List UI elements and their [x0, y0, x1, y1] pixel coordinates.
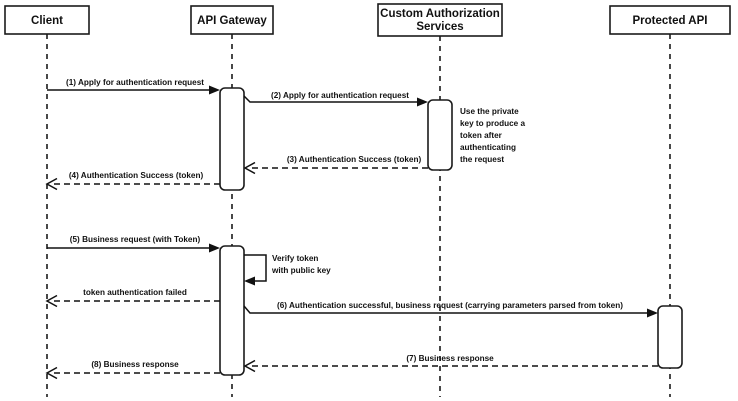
- note-private-key-line3: token after: [460, 131, 503, 140]
- participant-label-protected: Protected API: [633, 15, 708, 27]
- message-7-arrowhead: [243, 359, 256, 373]
- message-2-line: [243, 95, 422, 103]
- participant-label-authsvc-line2: Services: [416, 21, 463, 33]
- activation-gateway-auth: [219, 87, 245, 191]
- participant-box-authsvc[interactable]: [377, 3, 503, 37]
- message-token-auth-failed[interactable]: token authentication failed: [45, 288, 220, 308]
- message-3[interactable]: (3) Authentication Success (token): [243, 155, 428, 175]
- message-1-arrowhead: [209, 85, 220, 95]
- message-1-label: (1) Apply for authentication request: [66, 78, 204, 87]
- message-4-label: (4) Authentication Success (token): [69, 171, 204, 180]
- note-private-key-line2: key to produce a: [460, 119, 526, 128]
- note-private-key-line1: Use the private: [460, 107, 519, 116]
- message-5-label: (5) Business request (with Token): [70, 235, 201, 244]
- message-6[interactable]: (6) Authentication successful, business …: [243, 301, 658, 318]
- message-6-line: [243, 305, 652, 314]
- message-self-verify-label-line2: with public key: [271, 266, 331, 275]
- activation-protected-business: [657, 305, 683, 369]
- activation-authsvc-auth: [427, 99, 453, 171]
- lifelines: [46, 34, 671, 397]
- participant-authsvc[interactable]: Custom Authorization Services: [377, 3, 503, 37]
- message-7-label: (7) Business response: [406, 354, 494, 363]
- participant-label-gateway: API Gateway: [197, 15, 267, 27]
- participant-box-protected[interactable]: [609, 5, 731, 35]
- participant-label-authsvc-line1: Custom Authorization: [380, 8, 500, 20]
- message-7[interactable]: (7) Business response: [243, 354, 658, 373]
- activation-gateway-business: [219, 245, 245, 376]
- message-4[interactable]: (4) Authentication Success (token): [45, 171, 220, 191]
- participant-box-gateway[interactable]: [190, 5, 274, 35]
- message-8[interactable]: (8) Business response: [45, 360, 220, 380]
- participant-box-client[interactable]: [4, 5, 90, 35]
- message-4-arrowhead: [45, 177, 58, 191]
- participant-client[interactable]: Client: [4, 5, 90, 35]
- note-private-key: Use the private key to produce a token a…: [460, 107, 526, 164]
- message-3-label: (3) Authentication Success (token): [287, 155, 422, 164]
- message-self-verify-arrowhead: [244, 276, 255, 286]
- message-self-verify-line: [244, 254, 267, 282]
- message-5[interactable]: (5) Business request (with Token): [47, 235, 220, 253]
- message-8-label: (8) Business response: [91, 360, 179, 369]
- message-2[interactable]: (2) Apply for authentication request: [243, 91, 428, 107]
- message-3-arrowhead: [243, 161, 256, 175]
- message-5-arrowhead: [209, 243, 220, 253]
- note-private-key-line5: the request: [460, 155, 504, 164]
- message-token-auth-failed-label: token authentication failed: [83, 288, 187, 297]
- participant-gateway[interactable]: API Gateway: [190, 5, 274, 35]
- note-private-key-line4: authenticating: [460, 143, 516, 152]
- message-self-verify-label-line1: Verify token: [272, 254, 318, 263]
- message-6-arrowhead: [647, 308, 658, 318]
- message-2-label: (2) Apply for authentication request: [271, 91, 409, 100]
- message-1[interactable]: (1) Apply for authentication request: [47, 78, 220, 95]
- message-token-auth-failed-arrowhead: [45, 294, 58, 308]
- participant-protected[interactable]: Protected API: [609, 5, 731, 35]
- message-6-label: (6) Authentication successful, business …: [277, 301, 623, 310]
- message-2-arrowhead: [417, 97, 428, 107]
- activation-bars: [219, 87, 683, 376]
- participant-label-client: Client: [31, 15, 63, 27]
- message-8-arrowhead: [45, 366, 58, 380]
- message-self-verify-token[interactable]: Verify token with public key: [244, 254, 331, 286]
